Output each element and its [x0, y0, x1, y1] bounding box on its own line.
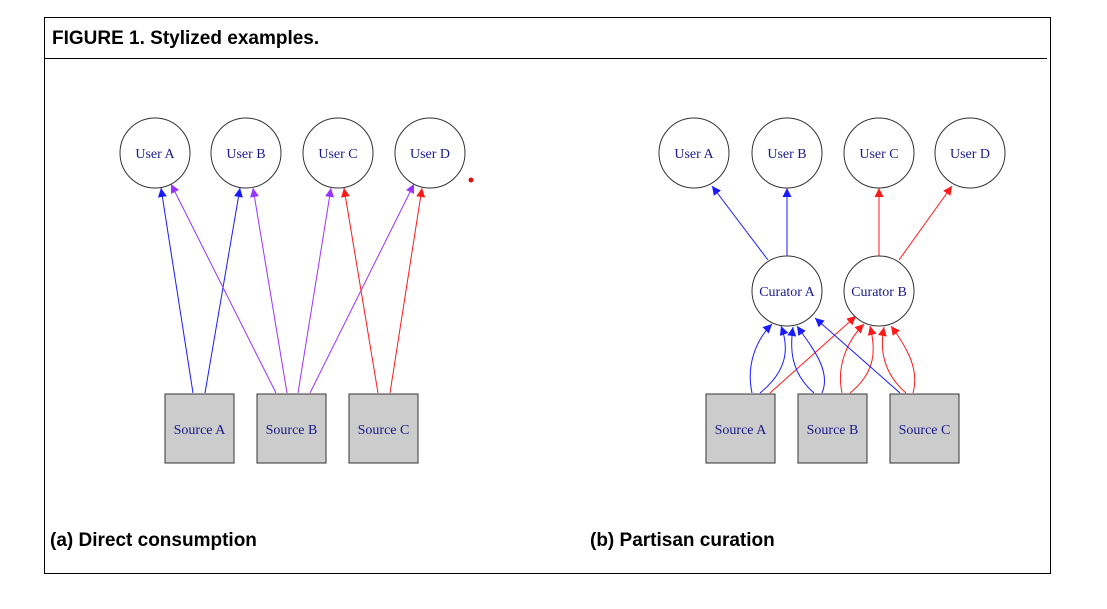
- edge-source-b-to-user-d: [309, 183, 415, 394]
- edge-source-a-to-user-a: [157, 187, 194, 394]
- panel-a-user-a-label: User A: [135, 147, 175, 162]
- panel-b-source-a-node: Source A: [705, 393, 776, 464]
- panel-a-user-c-node: User C: [302, 117, 374, 189]
- panel-a-users: User A User B User C User D: [119, 117, 466, 189]
- panel-b-curator-b-label: Curator B: [851, 285, 907, 300]
- panel-a-user-a-node: User A: [119, 117, 191, 189]
- edge-source-b-to-user-a: [170, 183, 277, 394]
- edge-source-c-to-curator-b-1: [890, 325, 916, 394]
- edge-source-b-to-user-b: [250, 187, 288, 394]
- figure-title: FIGURE 1. Stylized examples.: [52, 28, 320, 49]
- panel-b-source-b-label: Source B: [807, 423, 859, 438]
- red-dot-marker: [468, 177, 474, 183]
- panel-a-user-d-label: User D: [410, 147, 450, 162]
- panel-b-edges: [711, 185, 953, 394]
- panel-a-caption: (a) Direct consumption: [50, 530, 257, 551]
- panel-a-source-b-node: Source B: [256, 393, 327, 464]
- panel-b-curator-a-node: Curator A: [751, 255, 823, 327]
- edge-source-c-to-user-c: [341, 187, 379, 394]
- panel-b-sources: Source A Source B Source C: [705, 393, 960, 464]
- edge-curator-b-to-user-d: [898, 185, 953, 261]
- panel-b-user-a-label: User A: [674, 147, 714, 162]
- edge-source-c-to-user-d: [389, 187, 426, 394]
- edge-source-b-to-user-c: [297, 187, 335, 394]
- panel-a-source-c-node: Source C: [348, 393, 419, 464]
- edge-curator-a-to-user-a: [711, 185, 769, 261]
- panel-b-curator-b-node: Curator B: [843, 255, 915, 327]
- panel-b-source-c-node: Source C: [889, 393, 960, 464]
- panel-b-user-a-node: User A: [658, 117, 730, 189]
- edge-source-c-to-curator-b-2: [877, 326, 907, 394]
- panel-b-users: User A User B User C User D: [658, 117, 1006, 189]
- edge-source-a-to-curator-a-1: [749, 323, 773, 394]
- panel-b-curator-a-label: Curator A: [759, 285, 815, 300]
- panel-b-user-b-node: User B: [751, 117, 823, 189]
- panel-b-user-d-label: User D: [950, 147, 990, 162]
- edge-source-a-to-curator-b: [769, 315, 857, 394]
- edge-source-b-to-curator-a-2: [787, 326, 815, 394]
- panel-a-edges: [157, 183, 426, 394]
- panel-b-user-c-label: User C: [859, 147, 898, 162]
- panel-b-source-a-label: Source A: [715, 423, 768, 438]
- panel-a-sources: Source A Source B Source C: [164, 393, 419, 464]
- panel-a-source-a-node: Source A: [164, 393, 235, 464]
- panel-a-source-c-label: Source C: [358, 423, 410, 438]
- panel-a-user-d-node: User D: [394, 117, 466, 189]
- panel-a-user-b-label: User B: [226, 147, 265, 162]
- panel-b-source-b-node: Source B: [797, 393, 868, 464]
- panel-a-user-c-label: User C: [318, 147, 357, 162]
- edge-source-b-to-curator-a-1: [796, 325, 825, 394]
- panel-a-source-b-label: Source B: [266, 423, 318, 438]
- panel-b-source-c-label: Source C: [899, 423, 951, 438]
- edge-source-c-to-curator-a: [814, 317, 901, 394]
- panel-a-user-b-node: User B: [210, 117, 282, 189]
- edge-source-a-to-curator-a-2: [759, 325, 789, 394]
- panel-b-caption: (b) Partisan curation: [590, 530, 775, 551]
- panel-a-source-a-label: Source A: [174, 423, 227, 438]
- panel-b-user-c-node: User C: [843, 117, 915, 189]
- edge-source-b-to-curator-b-1: [840, 323, 865, 394]
- edge-source-b-to-curator-b-2: [849, 325, 877, 394]
- panel-b-user-d-node: User D: [934, 117, 1006, 189]
- figure-frame: [44, 17, 1051, 574]
- panel-b-user-b-label: User B: [767, 147, 806, 162]
- edge-source-a-to-user-b: [204, 187, 243, 394]
- title-divider: [44, 58, 1047, 59]
- panel-b-curators: Curator A Curator B: [751, 255, 915, 327]
